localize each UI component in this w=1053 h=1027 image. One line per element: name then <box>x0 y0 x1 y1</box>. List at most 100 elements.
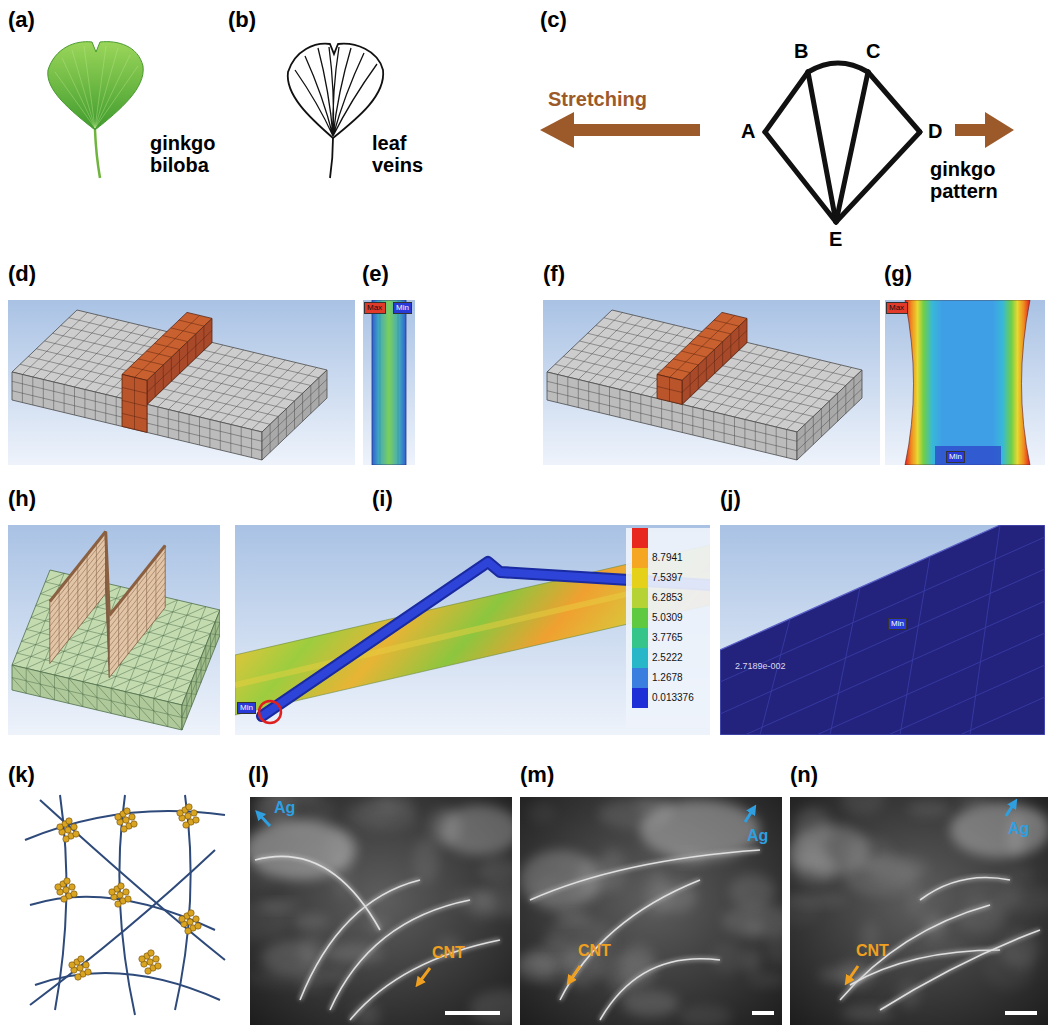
slab-front <box>547 372 797 460</box>
pattern-line <box>836 72 868 222</box>
ag-particle <box>177 810 183 816</box>
ag-particle <box>77 965 83 971</box>
cnt-strand-glow <box>920 878 1010 901</box>
ag-particle <box>55 884 61 890</box>
arrow-shaft <box>570 124 700 136</box>
ag-particle <box>187 919 193 925</box>
substrate-side <box>182 610 220 730</box>
ag-particle <box>69 884 75 890</box>
panel-label: (b) <box>228 8 256 32</box>
legend-value: 7.5397 <box>652 572 683 583</box>
scale-bar <box>445 1011 500 1015</box>
mesh-lines <box>122 377 147 429</box>
ag-particle <box>131 821 137 827</box>
sem-texture <box>258 901 299 911</box>
arrow-shaft <box>955 124 987 136</box>
pointer-arrow <box>745 808 754 822</box>
sem-texture <box>908 801 952 817</box>
material-label: CNT <box>856 942 889 960</box>
sem-texture <box>964 876 1022 914</box>
cnt-strand-glow <box>255 856 380 930</box>
panel-background <box>543 300 880 465</box>
panel-label: (m) <box>520 763 554 787</box>
vein-lines <box>295 47 377 136</box>
pattern-line <box>868 72 920 132</box>
pointer-arrow <box>258 813 270 826</box>
ag-particle <box>145 968 151 974</box>
cnt-strand-glow <box>350 940 500 1020</box>
max-tag: Max <box>364 302 386 314</box>
wire-outline <box>262 562 710 716</box>
ag-particle <box>129 814 135 820</box>
point-label: B <box>794 40 808 62</box>
mesh-lines <box>50 538 106 658</box>
panel-background <box>8 525 220 735</box>
ag-particle <box>121 826 127 832</box>
sem-texture <box>413 838 439 883</box>
cnt-strand-glow <box>530 850 760 900</box>
ag-particle <box>65 827 71 833</box>
cnt-strand <box>920 878 1010 901</box>
ag-particle <box>109 889 115 895</box>
ag-particle <box>155 963 161 969</box>
legend-value: 1.2678 <box>652 672 683 683</box>
tag-text: Max <box>367 303 383 313</box>
sem-texture <box>470 990 512 1025</box>
sem-image <box>250 797 512 1025</box>
serpentine-wire <box>262 562 710 716</box>
fea-panel <box>543 300 880 465</box>
ag-particle <box>64 878 70 884</box>
legend-entry: 8.7941 <box>632 548 708 568</box>
legend-swatch <box>632 608 648 628</box>
panel-label: (l) <box>248 763 269 787</box>
ag-particle <box>179 916 185 922</box>
ag-particle <box>185 928 191 934</box>
ginkgo-pattern <box>540 63 1014 222</box>
ag-particle <box>139 956 145 962</box>
slab-side <box>797 370 862 460</box>
mesh-lines <box>130 315 204 377</box>
mesh-lines <box>262 378 327 453</box>
legend-value: 2.5222 <box>652 652 683 663</box>
legend-swatch <box>632 668 648 688</box>
sem-texture <box>528 802 555 823</box>
ag-particle <box>66 818 72 824</box>
ag-region <box>790 825 870 875</box>
pointer-arrow <box>569 966 580 982</box>
fea-result-panel <box>235 525 710 735</box>
min-tag: Min <box>946 451 965 463</box>
tag-text: Min <box>949 452 962 462</box>
cnt-strand <box>175 795 191 1010</box>
ag-particle <box>123 889 129 895</box>
legend-value: 8.7941 <box>652 552 683 563</box>
ag-particle <box>71 824 77 830</box>
tag-text: Min <box>891 619 904 629</box>
sem-texture <box>297 981 323 992</box>
panel-label: (n) <box>790 763 818 787</box>
ag-region <box>440 805 512 855</box>
tag-text: Min <box>396 303 409 313</box>
slab-front <box>12 372 262 460</box>
fea-result-panel <box>885 300 1045 465</box>
fea-result-panel <box>363 300 415 465</box>
caption-text: leaf veins <box>372 132 434 176</box>
sem-texture <box>262 941 320 975</box>
leaf-blade <box>48 42 143 130</box>
ag-particle <box>188 910 194 916</box>
arrow-head <box>540 112 574 148</box>
legend-entry: 6.2853 <box>632 588 708 608</box>
ag-particle <box>57 824 63 830</box>
material-label: Ag <box>274 799 295 817</box>
substrate-contour <box>235 545 710 715</box>
legend-entry: 3.7765 <box>632 628 708 648</box>
ag-region <box>950 802 1048 858</box>
ag-particle <box>183 822 189 828</box>
mesh-lines <box>12 665 182 730</box>
panel-label: (k) <box>8 763 35 787</box>
cnt-strand <box>330 900 470 1010</box>
legend-swatch <box>632 548 648 568</box>
ag-particle <box>185 813 191 819</box>
ag-particle <box>123 817 129 823</box>
panel-label: (c) <box>540 8 567 32</box>
panel-background <box>235 525 710 735</box>
